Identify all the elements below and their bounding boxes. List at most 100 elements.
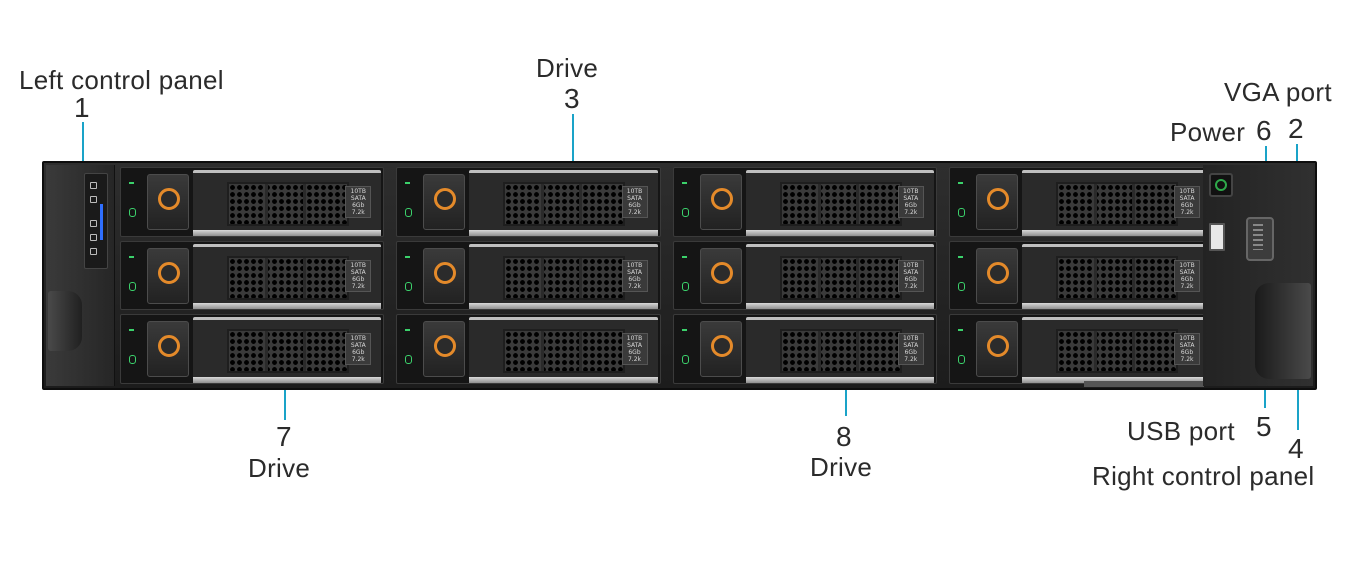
drive-vent-mesh [227, 255, 349, 300]
drive-capacity-tag: 10TB SATA 6Gb 7.2k [897, 259, 924, 292]
drive-tag-line: 7.2k [627, 282, 642, 290]
drive-activity-led-icon [957, 182, 963, 184]
drive-status-led-icon [129, 208, 136, 217]
drive-release-latch-icon [147, 321, 189, 378]
server-chassis: 10TB SATA 6Gb 7.2k 10TB SATA 6Gb 7.2k [42, 161, 1317, 390]
drive-capacity-tag: 10TB SATA 6Gb 7.2k [897, 186, 924, 218]
drive-tag-line: 10TB [903, 188, 919, 195]
drive-status-led-icon [405, 208, 413, 217]
drive-tag-line: 7.2k [904, 356, 918, 364]
mesh-divider [855, 331, 859, 372]
drive-status-leds [678, 323, 696, 373]
drive-capacity-tag: 10TB SATA 6Gb 7.2k [897, 333, 924, 366]
service-tag-strip [1084, 381, 1204, 387]
drive-status-leds [954, 323, 972, 373]
left-control-panel-indicator-strip [84, 173, 108, 269]
drive-tag-line: 7.2k [904, 282, 918, 290]
left-rack-handle [48, 291, 82, 351]
mesh-divider [817, 257, 821, 298]
drive-carrier: 10TB SATA 6Gb 7.2k [745, 317, 935, 383]
drive-capacity-tag: 10TB SATA 6Gb 7.2k [1174, 259, 1200, 292]
right-control-panel-callout-line [1297, 368, 1299, 430]
drive-bay: 10TB SATA 6Gb 7.2k [120, 314, 385, 384]
drive-tag-line: 10TB [626, 335, 643, 343]
mesh-divider [579, 257, 583, 298]
drive-capacity-tag: 10TB SATA 6Gb 7.2k [1174, 333, 1200, 366]
drive-vent-mesh [503, 182, 626, 226]
mesh-divider [265, 184, 268, 224]
memory-indicator-icon [90, 248, 97, 255]
drive-status-leds [401, 176, 419, 226]
drive-bay: 10TB SATA 6Gb 7.2k [672, 314, 937, 384]
drive-bay: 10TB SATA 6Gb 7.2k [396, 240, 661, 311]
drive-release-latch-icon [147, 174, 189, 230]
drive-tag-line: 6Gb [1180, 202, 1194, 209]
drive-tag-line: 6Gb [352, 349, 365, 357]
left-control-panel-callout-line [82, 122, 84, 184]
drive-status-led-icon [681, 355, 689, 365]
temperature-indicator-icon [90, 196, 97, 203]
mesh-divider [541, 184, 545, 224]
drive-status-leds [678, 176, 696, 226]
mesh-divider [817, 331, 821, 372]
drive-bottom-mid-number: 8 [836, 421, 852, 452]
drive-activity-led-icon [681, 255, 687, 258]
drive-vent-mesh [1055, 329, 1178, 374]
drive-tag-line: SATA [350, 342, 366, 350]
drive-vent-mesh [227, 182, 349, 226]
drive-capacity-tag: 10TB SATA 6Gb 7.2k [621, 259, 648, 292]
drive-carrier: 10TB SATA 6Gb 7.2k [193, 243, 382, 309]
drive-vent-mesh [503, 329, 626, 374]
drive-tag-line: SATA [903, 342, 919, 350]
drive-carrier: 10TB SATA 6Gb 7.2k [193, 170, 382, 236]
drive-status-leds [125, 176, 143, 226]
mesh-divider [303, 257, 306, 298]
drive-tag-line: 7.2k [1180, 209, 1194, 216]
drive-bay: 10TB SATA 6Gb 7.2k [948, 314, 1213, 384]
drive-release-latch-icon [975, 321, 1018, 378]
drive-carrier: 10TB SATA 6Gb 7.2k [1021, 243, 1211, 309]
power-number: 6 [1256, 115, 1272, 146]
mesh-divider [579, 184, 583, 224]
drive-tag-line: SATA [903, 268, 919, 276]
drive-tag-line: 6Gb [904, 349, 917, 357]
right-control-panel [1203, 165, 1313, 386]
drive-tag-line: 7.2k [351, 209, 365, 216]
mesh-divider [1093, 184, 1097, 224]
drive-status-leds [125, 323, 143, 373]
drive-status-led-icon [129, 355, 136, 365]
mesh-divider [265, 257, 268, 298]
drive-tag-line: 10TB [903, 335, 919, 343]
left-control-panel [46, 165, 115, 386]
drive-tag-line: 7.2k [1180, 282, 1194, 290]
drive-tag-line: 10TB [626, 188, 643, 195]
usb-port-number: 5 [1256, 411, 1272, 442]
drive-release-latch-icon [699, 247, 742, 304]
drive-tag-line: 7.2k [627, 209, 642, 216]
drive-bay: 10TB SATA 6Gb 7.2k [120, 167, 385, 237]
usb-port-icon [1209, 223, 1225, 251]
mesh-divider [303, 184, 306, 224]
right-control-panel-label: Right control panel [1092, 461, 1315, 491]
drive-tag-line: SATA [1179, 195, 1195, 202]
mesh-divider [1093, 331, 1097, 372]
drive-status-led-icon [957, 208, 965, 217]
mesh-divider [265, 331, 268, 372]
mesh-divider [855, 257, 859, 298]
drive-tag-line: SATA [903, 195, 919, 202]
drive-tag-line: 6Gb [628, 275, 641, 283]
drive-tag-line: SATA [627, 342, 642, 350]
drive-activity-led-icon [129, 329, 134, 332]
power-button-icon [1209, 173, 1233, 197]
drive-tag-line: 10TB [626, 261, 643, 269]
drive-activity-led-icon [405, 329, 411, 332]
drive-tag-line: 7.2k [627, 356, 642, 364]
drive-tag-line: 6Gb [628, 349, 641, 357]
drive-tag-line: SATA [350, 195, 366, 202]
drive-status-led-icon [405, 281, 413, 291]
drive-tag-line: 10TB [350, 188, 366, 195]
drive-tag-line: SATA [1179, 268, 1195, 276]
drive-status-leds [678, 250, 696, 300]
drive-status-led-icon [957, 281, 965, 291]
drive-tag-line: 6Gb [352, 202, 365, 209]
